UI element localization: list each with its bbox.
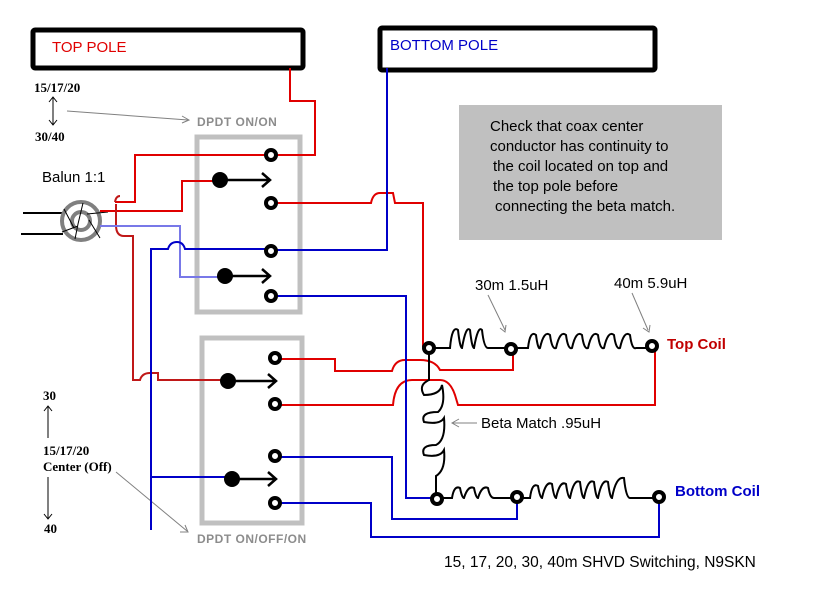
wire-balun-to-bottom-switch bbox=[114, 195, 228, 381]
tap-30m-label: 30m 1.5uH bbox=[475, 277, 548, 294]
wire-bottom-switch-d bbox=[275, 456, 518, 520]
top-switch-label: DPDT ON/ON bbox=[197, 115, 277, 129]
note-line: connecting the beta match. bbox=[495, 198, 675, 215]
top-coil-feed-terminal bbox=[422, 341, 436, 355]
beta-match-label: Beta Match .95uH bbox=[481, 415, 601, 432]
bottom-coil-feed-terminal bbox=[430, 492, 444, 506]
terminal bbox=[264, 196, 278, 210]
note-line: the top pole before bbox=[493, 178, 618, 195]
top-switch-pole-a[interactable] bbox=[212, 172, 272, 188]
top-switch-position-up: 15/17/20 bbox=[34, 80, 80, 95]
bottom-pole-label: BOTTOM POLE bbox=[390, 37, 498, 54]
top-coil-label: Top Coil bbox=[667, 336, 726, 353]
terminal bbox=[268, 449, 282, 463]
top-coil-40m-end bbox=[645, 339, 659, 353]
note-line: the coil located on top and bbox=[493, 158, 668, 175]
note-line: Check that coax center bbox=[490, 118, 643, 135]
wire-bottom-switch-a bbox=[275, 349, 514, 372]
top-coil-30m-tap bbox=[504, 342, 518, 356]
wire-balun-center bbox=[100, 180, 222, 212]
bottom-switch-position-down: 40 bbox=[44, 521, 57, 536]
wire-top-switch-b2 bbox=[275, 295, 436, 499]
terminal bbox=[264, 244, 278, 258]
bottom-switch-pole-b[interactable] bbox=[224, 471, 278, 487]
bottom-switch-label: DPDT ON/OFF/ON bbox=[197, 532, 307, 546]
bottom-switch-position-up: 30 bbox=[43, 388, 56, 403]
wire-balun-shield bbox=[100, 225, 222, 278]
wire-top-switch-b1 bbox=[275, 192, 424, 347]
wire-balun-shield-to-bottom-switch bbox=[150, 240, 275, 530]
top-pole-label: TOP POLE bbox=[52, 39, 126, 56]
balun-label: Balun 1:1 bbox=[42, 169, 105, 186]
bottom-coil-30m-tap bbox=[510, 490, 524, 504]
terminal bbox=[264, 289, 278, 303]
bottom-pole-box: BOTTOM POLE bbox=[377, 25, 658, 73]
bottom-switch-pole-a[interactable] bbox=[220, 373, 278, 389]
bottom-coil-label: Bottom Coil bbox=[675, 483, 760, 500]
tap-40m-label: 40m 5.9uH bbox=[614, 275, 687, 292]
wire-bottom-switch-e bbox=[275, 497, 660, 538]
bottom-switch-position-center-off: Center (Off) bbox=[43, 459, 112, 474]
continuity-note: Check that coax center conductor has con… bbox=[459, 105, 722, 240]
terminal bbox=[264, 148, 278, 162]
bottom-coil bbox=[440, 476, 655, 500]
wire-bottom-switch-b bbox=[275, 345, 656, 406]
note-line: conductor has continuity to bbox=[490, 138, 668, 155]
top-switch-pole-b[interactable] bbox=[217, 268, 272, 284]
bottom-switch-frame bbox=[199, 335, 305, 526]
terminal bbox=[268, 496, 282, 510]
diagram-title: 15, 17, 20, 30, 40m SHVD Switching, N9SK… bbox=[444, 554, 756, 571]
wire-top-pole bbox=[115, 68, 316, 203]
terminal bbox=[268, 351, 282, 365]
top-pole-box: TOP POLE bbox=[30, 27, 306, 71]
terminal bbox=[268, 397, 282, 411]
balun-icon bbox=[21, 200, 109, 242]
bottom-coil-40m-end bbox=[652, 490, 666, 504]
top-switch-frame bbox=[194, 134, 303, 315]
top-switch-position-down: 30/40 bbox=[35, 129, 65, 144]
top-coil bbox=[430, 328, 650, 350]
wire-bottom-pole bbox=[275, 68, 388, 251]
bottom-switch-position-center: 15/17/20 bbox=[43, 443, 89, 458]
beta-match-coil bbox=[420, 352, 446, 496]
